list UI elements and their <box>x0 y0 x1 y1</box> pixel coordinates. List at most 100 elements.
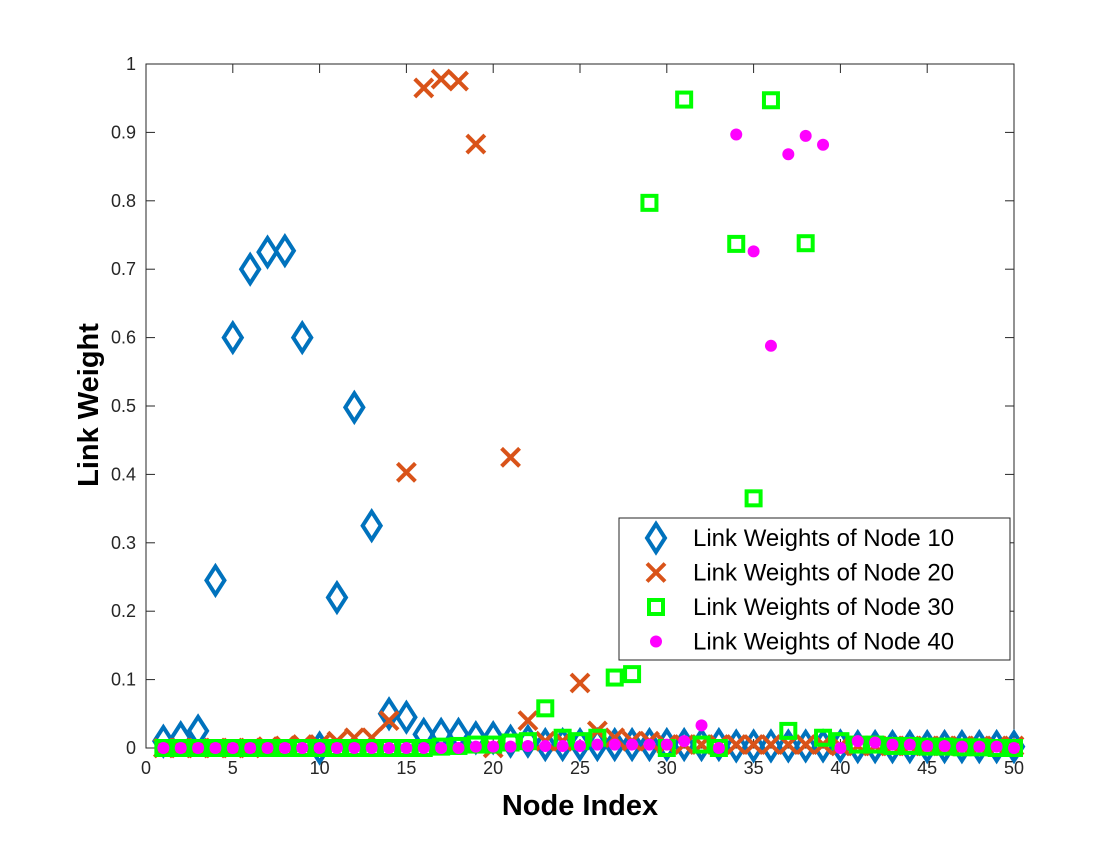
data-point-dot <box>400 742 413 754</box>
legend-item: Link Weights of Node 40 <box>650 629 954 656</box>
data-point-x <box>378 710 400 732</box>
data-point-dot <box>660 738 673 751</box>
data-point-diamond <box>221 319 245 356</box>
x-marker-stroke <box>413 77 435 99</box>
data-point-square <box>744 489 763 508</box>
data-point-square <box>623 665 642 684</box>
x-axis-label: Node Index <box>502 790 658 822</box>
x-tick-label: 40 <box>830 758 850 778</box>
data-point-dot <box>591 738 604 751</box>
y-tick-label: 0.5 <box>111 396 136 416</box>
x-tick-label: 10 <box>310 758 330 778</box>
y-tick-label: 0.3 <box>111 533 136 553</box>
data-point-square <box>206 739 225 757</box>
data-point-square <box>935 737 954 756</box>
legend-marker-diamond <box>644 520 668 556</box>
data-point-x <box>569 672 591 694</box>
data-point-dot <box>817 138 830 151</box>
x-marker-stroke <box>569 672 591 694</box>
y-tick-label: 0.1 <box>111 670 136 690</box>
data-point-dot <box>851 735 864 748</box>
data-point-dot <box>330 742 343 754</box>
data-point-square <box>362 739 381 757</box>
x-tick-label: 5 <box>228 758 238 778</box>
data-point-x <box>517 710 539 732</box>
x-marker-stroke <box>517 710 539 732</box>
data-point-square <box>918 737 937 756</box>
data-point-diamond <box>273 233 297 269</box>
x-tick-label: 25 <box>570 758 590 778</box>
data-point-square <box>327 739 346 757</box>
data-point-x <box>500 446 521 468</box>
x-marker-stroke <box>465 133 487 155</box>
data-point-dot <box>626 738 639 751</box>
data-point-diamond <box>638 726 661 763</box>
x-tick-label: 45 <box>917 758 937 778</box>
data-point-dot <box>348 742 361 754</box>
data-point-diamond <box>377 696 401 732</box>
x-marker-stroke <box>395 461 417 483</box>
x-marker-stroke <box>448 70 469 92</box>
data-point-dot <box>313 742 326 754</box>
data-point-dot <box>278 742 291 754</box>
data-point-dot <box>955 740 968 753</box>
legend-item: Link Weights of Node 10 <box>644 520 954 556</box>
legend: Link Weights of Node 10 Link Weights of N… <box>618 517 1011 661</box>
data-point-x <box>725 734 747 755</box>
x-tick-label: 20 <box>483 758 503 778</box>
x-marker-stroke <box>604 727 626 749</box>
data-point-diamond <box>603 726 627 763</box>
data-point-x <box>795 734 817 755</box>
data-point-square <box>779 721 798 740</box>
y-tick-label: 0.6 <box>111 328 136 348</box>
y-tick-label: 0.7 <box>111 259 136 279</box>
data-point-dot <box>921 739 934 752</box>
data-point-square <box>605 668 624 687</box>
data-point-square <box>223 739 242 757</box>
data-point-x <box>430 68 452 90</box>
data-point-dot <box>695 719 708 732</box>
x-tick-label: 15 <box>396 758 416 778</box>
data-point-dot <box>157 742 170 754</box>
x-marker-stroke <box>430 68 452 90</box>
legend-marker-dot <box>650 635 662 648</box>
data-point-dot <box>1008 742 1020 754</box>
data-point-dot <box>452 742 465 754</box>
data-point-diamond <box>342 389 366 426</box>
data-point-square <box>640 193 659 212</box>
y-tick-label: 0.2 <box>111 601 136 621</box>
data-point-dot <box>608 738 621 751</box>
data-point-square <box>154 739 173 757</box>
data-point-dot <box>712 742 725 754</box>
data-point-x <box>465 133 487 155</box>
legend-box <box>618 517 1011 661</box>
legend-marker-square <box>647 598 665 616</box>
x-marker-stroke <box>725 734 747 755</box>
data-point-dot <box>990 740 1003 753</box>
data-point-dot <box>435 742 448 754</box>
data-point-dot <box>174 742 187 754</box>
data-point-dot <box>469 740 482 753</box>
data-point-dot <box>504 740 517 753</box>
x-marker-stroke <box>743 734 765 755</box>
data-point-square <box>761 91 780 110</box>
y-tick-label: 0.8 <box>111 191 136 211</box>
data-point-dot <box>973 740 986 753</box>
data-point-dot <box>226 742 239 754</box>
data-point-square <box>380 739 399 757</box>
data-point-square <box>536 699 555 718</box>
x-marker-stroke <box>760 734 782 755</box>
data-point-dot <box>539 739 552 752</box>
data-point-square <box>258 739 277 757</box>
data-point-diamond <box>290 319 314 356</box>
data-point-dot <box>886 738 899 751</box>
data-point-diamond <box>395 699 418 735</box>
data-point-dot <box>365 742 378 754</box>
data-point-dot <box>938 739 951 752</box>
data-point-square <box>814 728 833 747</box>
data-point-square <box>414 739 433 757</box>
data-point-dot <box>261 742 274 754</box>
